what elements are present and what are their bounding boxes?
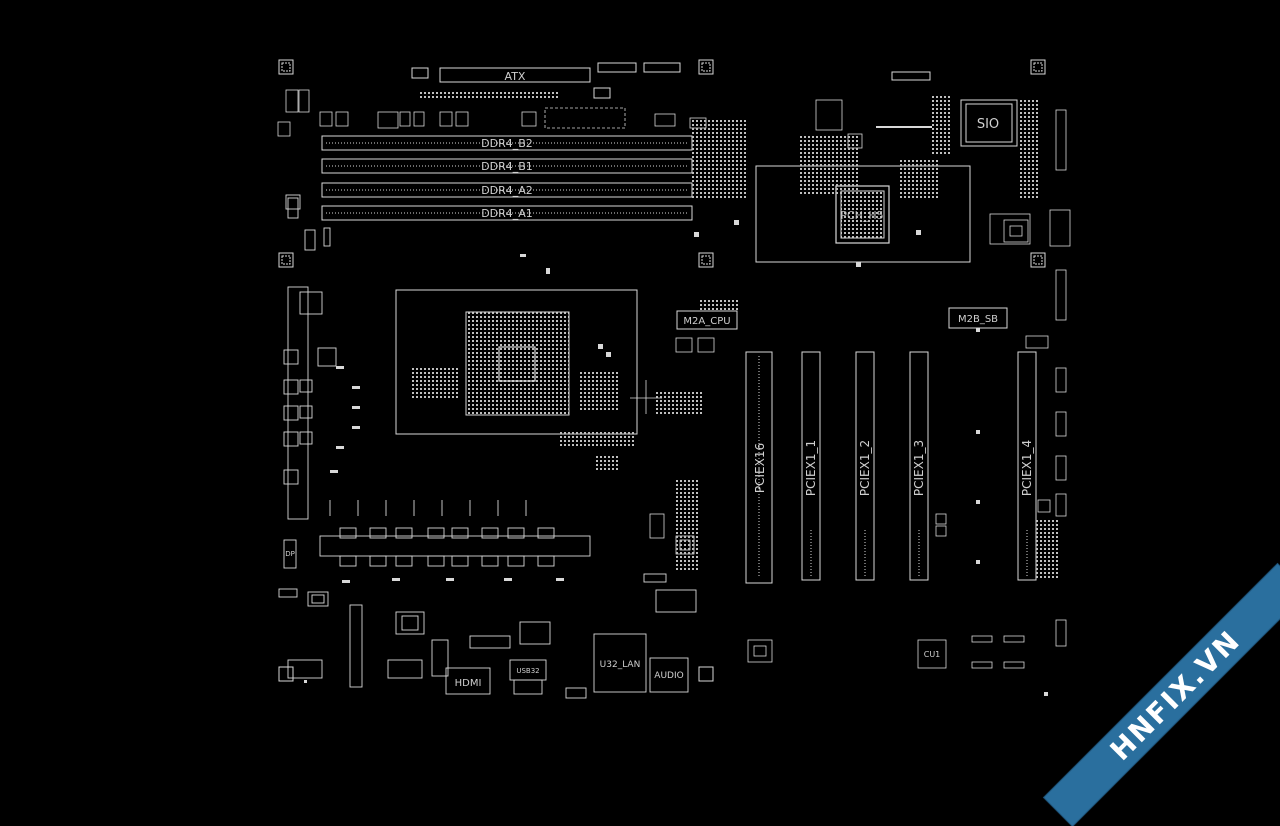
pciex1-1-label: PCIEX1_1 [804,440,818,496]
pch-label: PCH_H5 [840,209,883,222]
m2a-label: M2A_CPU [683,316,730,327]
left-io-column [278,194,337,607]
cpu-socket [395,289,638,435]
ddr4-a2-label: DDR4_A2 [481,184,533,197]
right-edge-headers [989,109,1071,647]
pch-outline [755,165,971,263]
mounting-holes [278,59,1046,682]
pciex16-label: PCIEX16 [753,443,767,493]
ddr4-b2-label: DDR4_B2 [481,137,533,150]
m2b-label: M2B_SB [958,314,998,325]
atx-label: ATX [505,70,526,83]
audio-label: AUDIO [654,671,683,681]
u32lan-label: U32_LAN [600,660,641,670]
ddr4-a1-label: DDR4_A1 [481,207,533,220]
ddr4-b1-label: DDR4_B1 [481,160,533,173]
dp-label: DP [285,550,295,558]
vrm-section [319,500,591,567]
m2a-slot [676,310,738,330]
pciex1-2-label: PCIEX1_2 [858,440,872,496]
cu1-label: CU1 [924,650,941,659]
hdmi-label: HDMI [455,678,482,689]
sio-label: SIO [977,117,999,132]
atx-connector [439,67,591,83]
bottom-io [287,573,697,699]
motherboard-boardview: ATX DDR4_B2 DDR4_B1 DDR4_A2 DDR4_A1 SIO … [277,59,1071,699]
usb32-label: USB32 [516,667,539,675]
pcie-slots [745,351,1037,584]
pciex1-3-label: PCIEX1_3 [912,440,926,496]
pciex1-4-label: PCIEX1_4 [1020,440,1034,496]
sio-chip [960,99,1018,147]
